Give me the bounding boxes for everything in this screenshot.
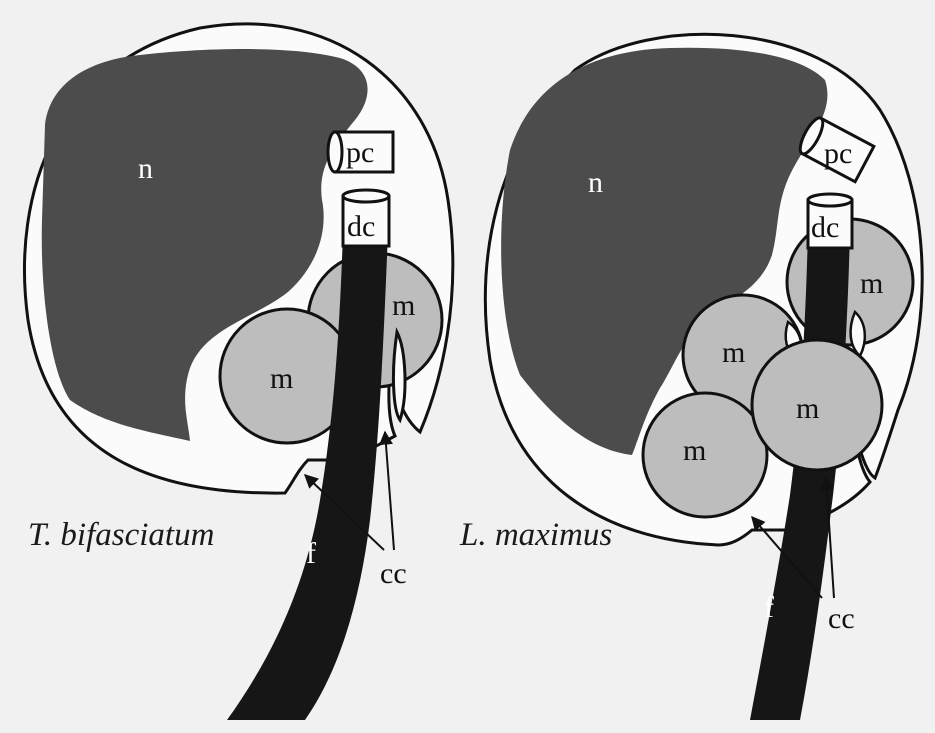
- label-flagellum-left: f: [306, 537, 316, 570]
- panel-right: n pc dc m m m m f cc L. maximus: [459, 34, 922, 720]
- label-nucleus-right: n: [588, 166, 603, 199]
- label-mitochondrion-right-middle-left: m: [722, 336, 745, 369]
- label-mitochondrion-right-top: m: [860, 267, 883, 300]
- label-distal-centriole-right: dc: [811, 211, 839, 244]
- panel-left: n pc dc m m f cc T. bifasciatum: [24, 24, 452, 720]
- species-name-right: L. maximus: [459, 517, 612, 553]
- label-mitochondrion-right-bottom-left: m: [683, 434, 706, 467]
- label-mitochondrion-right-bottom-right: m: [796, 392, 819, 425]
- label-mitochondrion-left-lower: m: [270, 362, 293, 395]
- label-proximal-centriole-left: pc: [346, 136, 374, 169]
- label-cytoplasmic-canal-right: cc: [828, 602, 855, 635]
- label-distal-centriole-left: dc: [347, 210, 375, 243]
- label-mitochondrion-left-upper: m: [392, 289, 415, 322]
- label-proximal-centriole-right: pc: [824, 137, 852, 170]
- label-nucleus-left: n: [138, 152, 153, 185]
- label-flagellum-right: f: [764, 591, 774, 624]
- species-name-left: T. bifasciatum: [28, 517, 214, 553]
- label-cytoplasmic-canal-left: cc: [380, 557, 407, 590]
